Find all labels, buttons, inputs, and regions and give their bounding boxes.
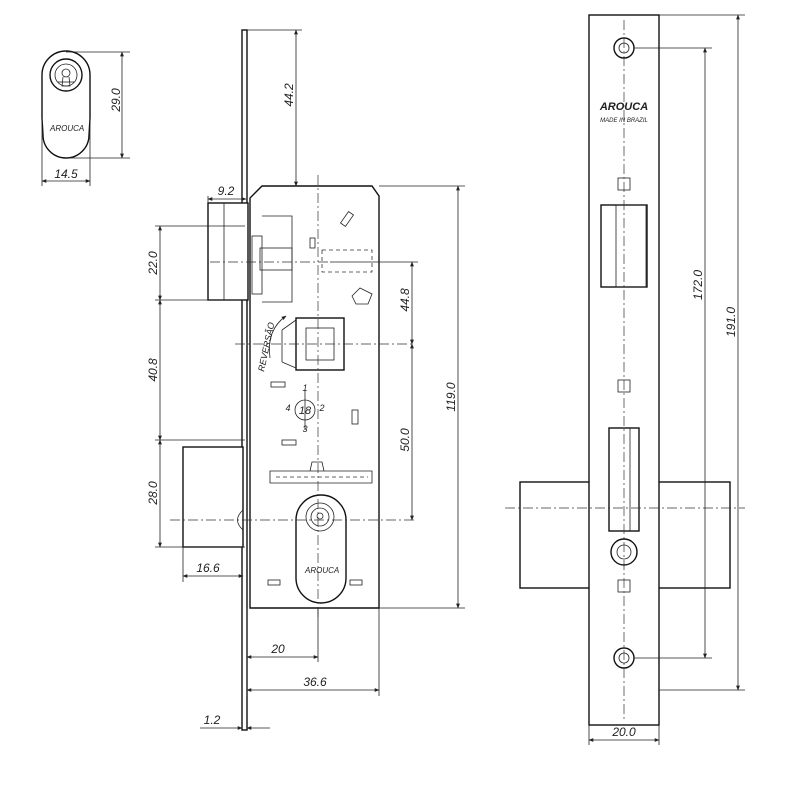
position-label: 2 [318,403,324,413]
lock-side-view: AROUCA MADE IN BRAZIL 172.0 191.0 20.0 [505,14,745,745]
spindle-to-cylinder-dim: 50.0 [398,428,412,452]
cylinder-detail: AROUCA 29.0 14.5 [41,50,130,186]
case-height-dim: 119.0 [444,382,458,411]
cylinder-height-dim: 29.0 [109,88,123,113]
backset-dim: 20 [270,642,285,656]
faceplate-length-dim: 191.0 [724,307,738,337]
deadbolt [207,202,249,301]
cylinder-width-dim: 14.5 [54,167,78,181]
cylinder-cutout [295,494,347,604]
case-brand-mark: AROUCA [304,566,339,575]
spindle-size-label: 18 [299,405,312,417]
position-label: 1 [302,383,307,393]
faceplate-edge [241,29,248,731]
faceplate-thickness-dim: 1.2 [204,713,221,727]
faceplate-width-dim: 20.0 [611,725,636,739]
case-width-dim: 36.6 [303,675,327,689]
latch-to-spindle-dim: 40.8 [146,358,160,382]
cylinder-height-front-dim: 28.0 [146,481,160,506]
cylinder-offset-dim: 16.6 [196,561,220,575]
position-label: 3 [302,424,307,434]
bolt-offset-dim: 9.2 [218,184,235,198]
brand-label: AROUCA [599,101,648,113]
latch-to-spindle-right-dim: 44.8 [398,288,412,312]
keyhole-icon [61,68,71,78]
cylinder-projection [182,446,244,548]
latch-height-dim: 22.0 [146,251,160,276]
origin-label: MADE IN BRAZIL [600,118,648,124]
screw-spacing-dim: 172.0 [691,270,705,300]
reverse-arrow-icon [268,315,287,359]
top-to-bolt-dim: 44.2 [282,83,296,107]
cylinder-brand-mark: AROUCA [49,124,84,133]
lock-front-view: REVERSÃO 18 1 2 3 4 AROUCA 44.2 [146,29,465,731]
position-label: 4 [285,403,290,413]
keyhole-icon [316,512,324,520]
